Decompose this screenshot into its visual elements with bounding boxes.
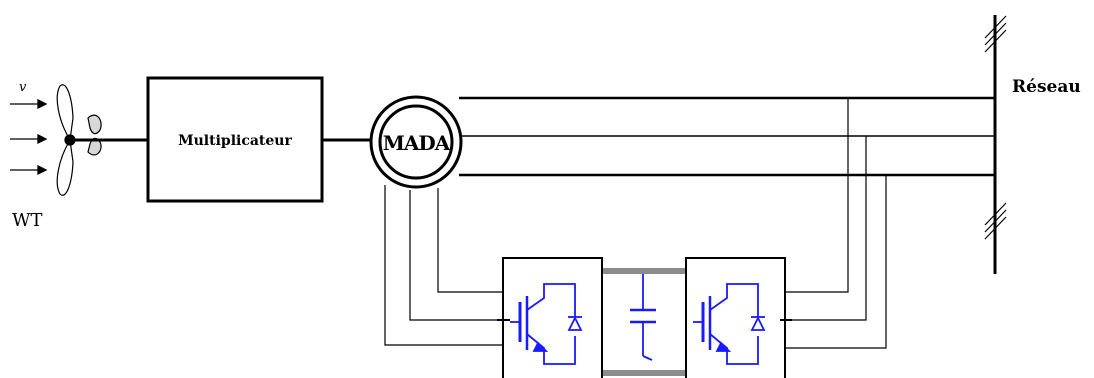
turbine-blades-icon	[56, 84, 102, 196]
turbine-label: WT	[12, 210, 43, 231]
dc-link-capacitor-icon	[630, 274, 656, 361]
grid-side-converter-box	[685, 257, 786, 378]
wind-speed-label: v	[19, 80, 27, 95]
grid-side-lines	[785, 98, 887, 349]
stator-lines	[459, 96, 995, 177]
grid-label: Réseau	[1012, 77, 1081, 97]
grid-converter-igbt-icon	[693, 283, 766, 365]
rotor-lines	[384, 185, 503, 346]
wind-arrows	[10, 98, 48, 176]
dc-link-top-bar	[602, 268, 686, 274]
rotor-side-converter-box	[502, 257, 603, 378]
grid-hatch-bottom	[984, 202, 1007, 240]
generator-label: MADA	[383, 131, 451, 155]
gearbox-box	[146, 76, 324, 203]
dc-link-bottom-bar	[602, 370, 686, 376]
generator-inner-ring	[378, 104, 454, 180]
grid-hatch-top	[984, 15, 1007, 53]
gearbox-label: Multiplicateur	[178, 133, 292, 149]
rotor-converter-igbt-icon	[510, 283, 583, 365]
